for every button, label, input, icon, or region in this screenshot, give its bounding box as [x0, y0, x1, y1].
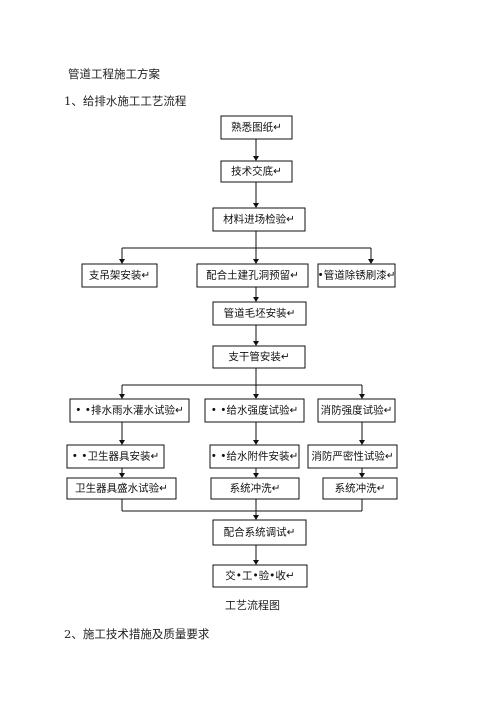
- flow-step-11: 交•工•验•收↵: [212, 564, 308, 588]
- section-heading-2: 2、施工技术措施及质量要求: [64, 627, 210, 641]
- flow-step-9c: 系统冲洗↵: [322, 477, 398, 500]
- flow-step-label: 消防强度试验↵: [321, 404, 393, 417]
- flow-step-9b: 系统冲洗↵: [210, 477, 300, 500]
- flow-step-label: 配合系统调试↵: [224, 526, 296, 539]
- section-heading-1: 1、给排水施工工艺流程: [64, 94, 187, 108]
- flow-step-label: 系统冲洗↵: [230, 482, 281, 495]
- flow-step-label: • •给水附件安装↵: [211, 450, 299, 463]
- flow-step-label: 技术交底↵: [231, 165, 282, 178]
- flow-step-label: 管道毛坯安装↵: [224, 307, 296, 320]
- flow-step-label: 材料进场检验↵: [223, 213, 295, 226]
- flow-step-4b: 配合土建孔洞预留↵: [196, 263, 309, 288]
- flow-step-2: 技术交底↵: [220, 160, 293, 183]
- figure-caption: 工艺流程图: [225, 599, 280, 612]
- flow-step-3: 材料进场检验↵: [212, 207, 306, 232]
- document-title: 管道工程施工方案: [68, 67, 160, 81]
- flow-step-label: • •给水强度试验↵: [211, 404, 299, 417]
- flow-step-label: 配合土建孔洞预留↵: [206, 269, 299, 282]
- flow-step-7c: 消防强度试验↵: [317, 398, 396, 423]
- flow-step-label: 系统冲洗↵: [335, 482, 386, 495]
- flow-step-8c: 消防严密性试验↵: [307, 444, 398, 469]
- flow-step-label: 支吊架安装↵: [89, 269, 150, 282]
- flow-step-label: 交•工•验•收↵: [225, 569, 294, 582]
- flow-step-4c: •管道除锈刷漆↵: [317, 263, 396, 288]
- flow-step-label: • •排水雨水灌水试验↵: [75, 404, 184, 417]
- flow-step-10: 配合系统调试↵: [212, 519, 307, 546]
- flow-step-6: 支干管安装↵: [212, 345, 306, 369]
- flow-step-5: 管道毛坯安装↵: [212, 301, 307, 326]
- flow-step-4a: 支吊架安装↵: [81, 263, 158, 288]
- flow-step-label: 消防严密性试验↵: [311, 450, 393, 463]
- flow-step-7a: • •排水雨水灌水试验↵: [69, 398, 190, 423]
- flow-step-8a: • •卫生器具安装↵: [66, 444, 165, 469]
- flow-step-7b: • •给水强度试验↵: [204, 398, 305, 423]
- flow-step-label: •管道除锈刷漆↵: [318, 269, 396, 282]
- flow-step-9a: 卫生器具盛水试验↵: [66, 477, 177, 500]
- flow-step-label: 支干管安装↵: [228, 350, 289, 363]
- flow-connectors: [119, 139, 374, 565]
- flow-step-label: 熟悉图纸↵: [231, 121, 282, 134]
- flow-step-8b: • •给水附件安装↵: [209, 444, 300, 469]
- flow-step-1: 熟悉图纸↵: [220, 115, 293, 140]
- flow-step-label: • •卫生器具安装↵: [72, 450, 160, 463]
- flow-step-label: 卫生器具盛水试验↵: [75, 482, 168, 495]
